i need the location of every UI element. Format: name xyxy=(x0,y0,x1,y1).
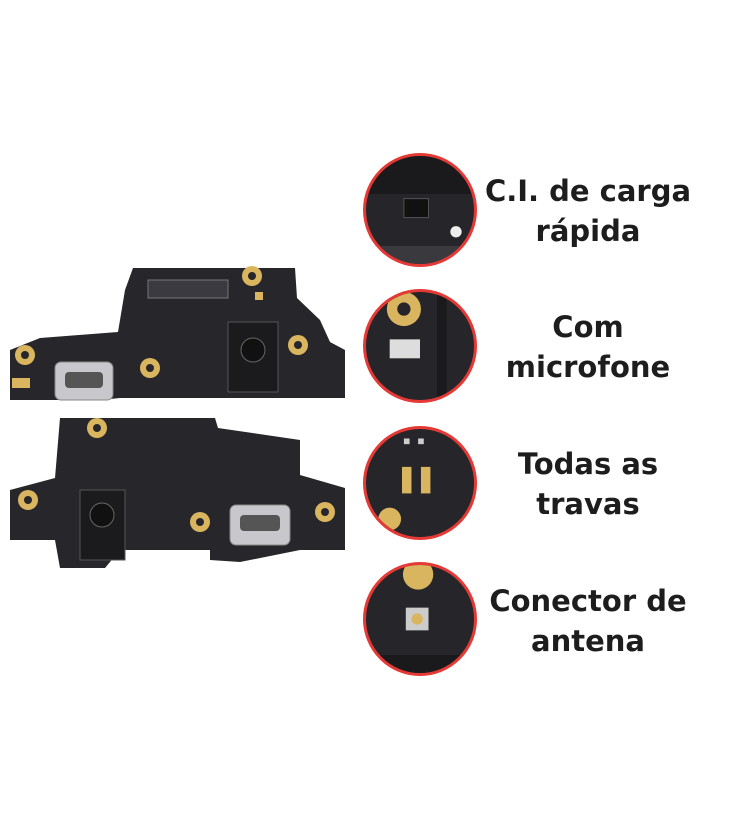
closeup-antenna-connector xyxy=(363,562,477,676)
charging-board-photo xyxy=(0,250,360,590)
feature-line: antena xyxy=(531,624,645,658)
feature-line: travas xyxy=(536,487,640,521)
feature-line: Conector de xyxy=(489,584,687,618)
feature-label-microphone: Com microfone xyxy=(473,307,703,387)
closeup-latches xyxy=(363,426,477,540)
closeup-microphone xyxy=(363,289,477,403)
feature-label-fast-charge: C.I. de carga rápida xyxy=(473,171,703,251)
feature-line: rápida xyxy=(535,214,641,248)
closeup-fast-charge-ic xyxy=(363,153,477,267)
feature-line: C.I. de carga xyxy=(484,174,692,208)
feature-line: Todas as xyxy=(517,447,659,481)
feature-label-latches: Todas as travas xyxy=(473,444,703,524)
feature-line: microfone xyxy=(505,350,671,384)
feature-line: Com xyxy=(552,310,624,344)
feature-label-antenna: Conector de antena xyxy=(473,581,703,661)
